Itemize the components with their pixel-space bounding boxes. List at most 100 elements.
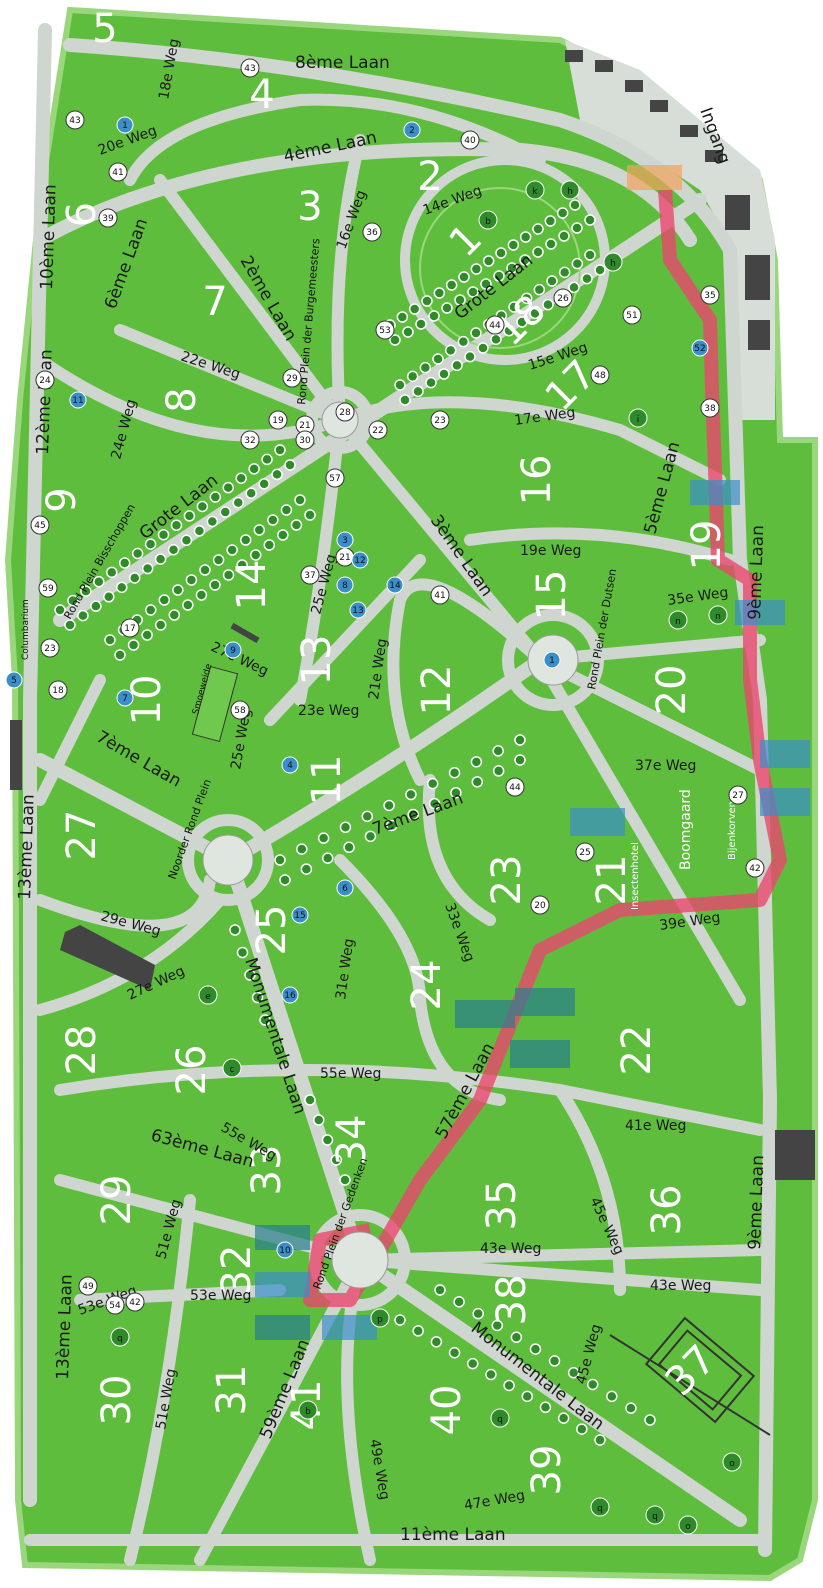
tree	[438, 368, 450, 380]
section-8-label: 8	[159, 387, 205, 412]
tree	[529, 1343, 542, 1355]
road-8eme-laan: 8ème Laan	[295, 53, 390, 73]
road-19e-weg: 19e Weg	[520, 543, 581, 559]
marker-letter-label: q	[497, 1415, 503, 1425]
tree	[584, 249, 596, 261]
tree	[389, 334, 401, 346]
marker-white	[335, 402, 355, 422]
tree	[182, 599, 194, 611]
tree	[568, 281, 580, 294]
marker-white-label: 23	[44, 644, 55, 654]
entrance-highlight	[627, 165, 682, 190]
tree	[90, 600, 102, 612]
tree	[492, 745, 504, 757]
marker-letter	[603, 252, 623, 272]
tree	[644, 1414, 656, 1426]
section-25-label: 25	[249, 905, 295, 956]
tree	[296, 843, 308, 855]
marker-white	[30, 515, 50, 535]
marker-white	[125, 1292, 145, 1312]
marker-white-label: 42	[749, 864, 760, 874]
tree	[482, 255, 495, 267]
road-13eme-laan-b: 13ème Laan	[53, 1274, 77, 1380]
section-20-label: 20	[649, 665, 695, 716]
marker-white-label: 42	[129, 1298, 140, 1308]
marker-blue-label: 16	[284, 991, 296, 1001]
marker-blue	[5, 671, 23, 689]
tree	[606, 1390, 618, 1403]
marker-white-label: 23	[434, 416, 445, 426]
marker-white-label: 37	[304, 571, 315, 581]
section-34-label: 34	[329, 1115, 375, 1166]
marker-blue-label: 1	[122, 121, 128, 131]
tree	[514, 734, 526, 746]
tree	[402, 326, 414, 338]
marker-white-label: 51	[626, 311, 637, 321]
section-26-label: 26	[169, 1045, 215, 1096]
tree	[157, 528, 170, 541]
marker-letter-label: o	[729, 1459, 735, 1469]
marker-letter	[198, 985, 218, 1005]
tree	[364, 830, 377, 843]
tree	[249, 549, 262, 561]
section-6-label: 6	[59, 201, 106, 228]
marker-white	[368, 420, 388, 440]
tree	[321, 852, 334, 864]
marker-white-label: 19	[272, 416, 284, 426]
road-43e-weg-a: 43e Weg	[480, 1241, 541, 1257]
tree	[67, 594, 79, 607]
marker-letter-label: h	[610, 259, 616, 269]
tree	[448, 1346, 461, 1359]
marker-white-label: 45	[34, 521, 45, 531]
marker-white	[460, 130, 480, 150]
marker-white	[375, 320, 395, 340]
tree	[445, 279, 458, 291]
marker-white-label: 27	[732, 791, 743, 801]
tree	[304, 509, 316, 521]
marker-white-label: 43	[244, 64, 255, 74]
tree	[545, 238, 557, 250]
marker-blue-label: 52	[694, 344, 705, 354]
section-12-label: 12	[414, 665, 460, 716]
marker-letter	[298, 1400, 318, 1420]
tree	[93, 576, 105, 588]
road-11eme-laan: 11ème Laan	[400, 1525, 506, 1545]
road-9eme-laan-a: 9ème Laan	[745, 525, 768, 620]
marker-blue-label: 14	[389, 581, 401, 591]
marker-white-label: 29	[286, 374, 298, 384]
marker-white	[240, 430, 260, 450]
marker-white-label: 20	[534, 901, 546, 911]
marker-white	[700, 285, 720, 305]
tree	[516, 316, 528, 328]
tree	[290, 519, 303, 531]
marker-letter-label: e	[205, 992, 211, 1002]
road-43e-weg-b: 43e Weg	[650, 1278, 711, 1294]
road-53e-weg-a: 53e Weg	[190, 1288, 251, 1304]
section-30-label: 30	[94, 1375, 140, 1426]
marker-blue	[336, 531, 354, 549]
tree	[571, 222, 583, 234]
section-39-label: 39	[524, 1445, 570, 1496]
tree	[261, 453, 273, 466]
tree	[430, 1336, 443, 1348]
section-38-label: 38	[489, 1275, 535, 1326]
tree	[539, 1401, 552, 1414]
marker-white-label: 53	[379, 326, 390, 336]
marker-letter	[708, 605, 728, 625]
marker-white	[240, 58, 260, 78]
tree	[343, 841, 355, 854]
section-35-label: 35	[479, 1180, 525, 1231]
marker-white-label: 35	[704, 291, 715, 301]
marker-white	[35, 370, 55, 390]
marker-letter-label: o	[685, 1522, 691, 1532]
marker-blue-label: 5	[11, 676, 17, 686]
marker-white	[505, 777, 525, 797]
marker-blue	[281, 986, 299, 1004]
marker-white-label: 49	[82, 1282, 94, 1292]
section-33-label: 33	[244, 1145, 290, 1196]
section-24-label: 24	[404, 960, 450, 1011]
tree	[514, 754, 526, 766]
tree	[448, 766, 461, 779]
tree	[167, 543, 180, 556]
tree	[533, 283, 546, 296]
